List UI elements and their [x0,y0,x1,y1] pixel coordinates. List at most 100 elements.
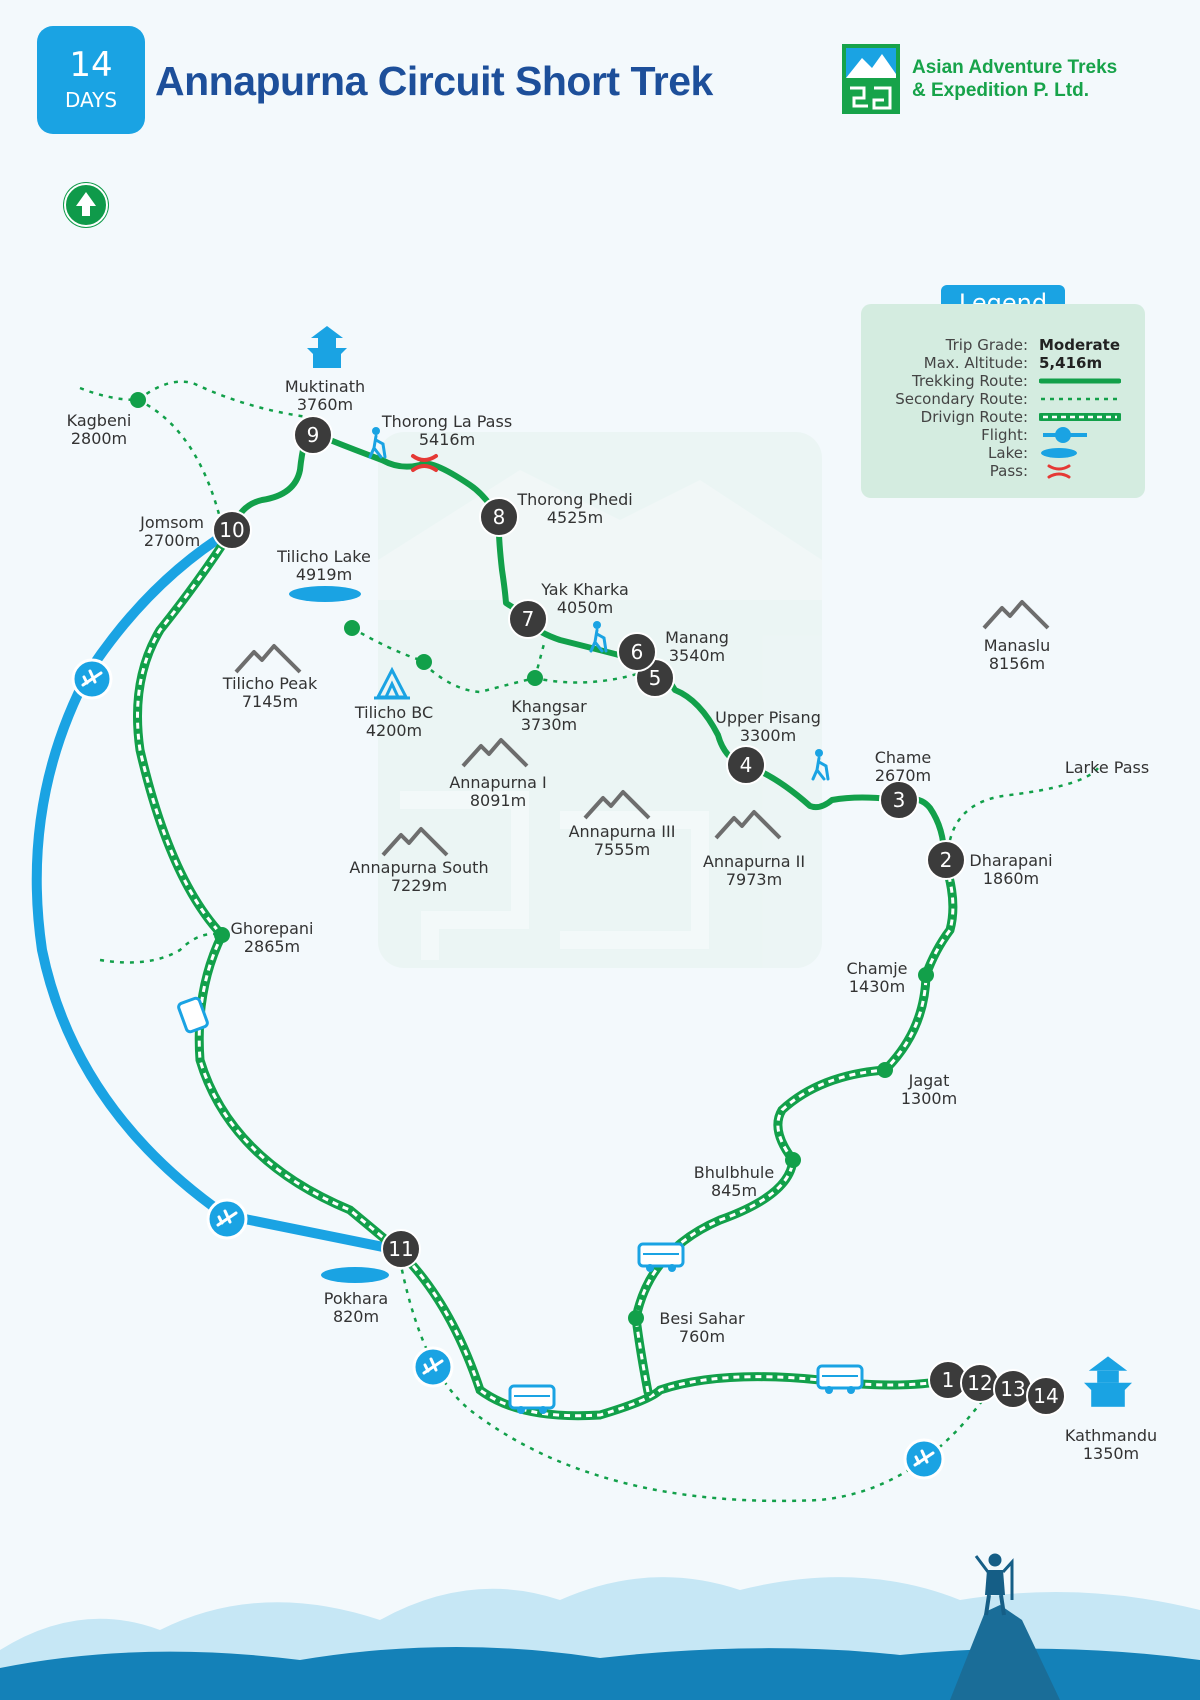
stop-number: 8 [493,505,506,529]
flight-path-dotted [396,1249,992,1503]
stop-marker-12: 12 [960,1363,1000,1403]
airplane-icon [903,1438,945,1480]
waypoint-dot [785,1152,801,1168]
place-altitude: 7145m [241,692,299,711]
place-name: Annapurna South [349,858,489,877]
stop-number: 4 [740,753,753,777]
driving-route-dash [634,859,955,1393]
place-name: Manang [665,628,729,647]
hiker-summit-icon [974,1553,1014,1616]
stop-number: 9 [307,423,320,447]
footer-mountains [0,1553,1200,1700]
company-line-2: & Expedition P. Ltd. [912,80,1089,101]
flight-route [31,525,403,1255]
place-name: Muktinath [284,377,366,396]
pass-icon [411,454,438,472]
stop-number: 13 [1000,1377,1025,1401]
place-name: Bhulbhule [693,1163,775,1182]
legend-label: Trekking Route: [912,372,1028,390]
mountain-peak-icon [461,738,529,768]
mountain-peak-icon [583,790,651,820]
legend-label: Trip Grade: [945,336,1028,354]
mountain-peak-icon [982,600,1050,630]
driving-route-dash [136,529,399,1252]
place-altitude: 1430m [848,977,906,996]
stop-marker-8: 8 [479,497,519,537]
place-altitude: 4919m [295,565,353,584]
secondary-route [99,932,223,964]
place-altitude: 2800m [70,429,128,448]
legend-row: Drivign Route: [861,408,1145,426]
place-altitude: 845m [710,1181,758,1200]
stop-marker-3: 3 [879,780,919,820]
place-name: Thorong Phedi [517,490,633,509]
north-arrow-icon [63,182,109,228]
jeep-icon [177,996,209,1034]
legend-symbol-pass [1047,464,1071,479]
days-number: 14 [69,45,113,85]
place-altitude: 7555m [593,840,651,859]
waypoint-dot [214,927,230,943]
hiker-icon [368,427,387,459]
stop-marker-9: 9 [293,415,333,455]
legend-row: Secondary Route: [861,390,1145,408]
place-name: Chamje [846,959,908,978]
place-name: Manaslu [983,636,1051,655]
place-name: Annapurna II [702,852,806,871]
legend-symbol-driving [1039,413,1121,421]
legend-row: Pass: [861,462,1145,480]
place-name: Jagat [908,1071,950,1090]
stop-marker-11: 11 [381,1229,421,1269]
stop-number: 14 [1033,1384,1058,1408]
days-label: DAYS [64,88,118,112]
stop-number: 7 [522,607,535,631]
lake-icon [321,1267,389,1283]
lake-icon [289,586,361,602]
place-name: Upper Pisang [715,708,821,727]
place-name: Dharapani [969,851,1053,870]
days-badge: 14 DAYS [37,26,145,134]
place-altitude: 1300m [900,1089,958,1108]
stop-number: 5 [649,666,662,690]
place-name: Kagbeni [66,411,132,430]
mountain-logo-icon [842,44,900,114]
hiker-icon [811,749,830,781]
legend-value: Moderate [1039,336,1121,354]
temple-icon [307,326,347,368]
legend-row: Lake: [861,444,1145,462]
airplane-icon [206,1198,248,1240]
bus-icon [637,1242,685,1272]
place-altitude: 8156m [988,654,1046,673]
airplane-icon [412,1346,454,1388]
legend-symbol-lake [1041,448,1077,458]
legend-row: Trekking Route: [861,372,1145,390]
place-altitude: 3540m [668,646,726,665]
stop-number: 6 [631,640,644,664]
legend-label: Secondary Route: [895,390,1028,408]
place-altitude: 2700m [143,531,201,550]
mountain-peak-icon [714,810,782,840]
secondary-route [533,639,547,679]
stop-marker-10: 10 [212,510,252,550]
place-altitude: 4050m [556,598,614,617]
place-name: Tilicho Peak [222,674,318,693]
stop-number: 12 [967,1371,992,1395]
place-name: Tilicho BC [354,703,434,722]
legend-symbol-secondary [1041,397,1119,401]
hiker-icon [589,621,608,653]
